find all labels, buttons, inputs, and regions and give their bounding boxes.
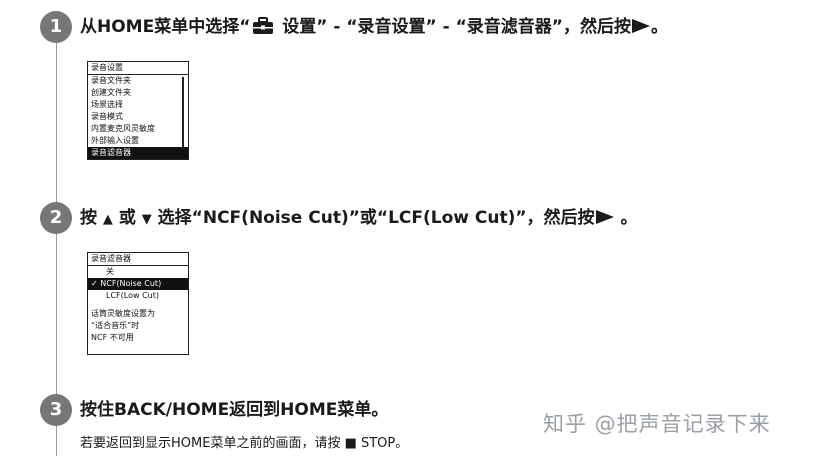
step-3-instruction: 按住BACK/HOME返回到HOME菜单。: [80, 400, 389, 420]
play-right-icon: [595, 210, 614, 224]
step-number-3: 3: [40, 394, 72, 426]
screen-note-line-2: “适合音乐”时: [91, 321, 140, 330]
step-2-text-end: 。: [614, 208, 638, 228]
step-2-text-a: 按: [80, 208, 103, 228]
menu-item-external-input: 外部输入设置: [91, 136, 139, 145]
menu-item-record-folder: 录音文件夹: [91, 76, 131, 85]
up-arrow-icon: ▲: [102, 212, 113, 227]
step-1-text-end: 。: [650, 17, 668, 37]
step-2-text-c: 选择“NCF(Noise Cut)”或“LCF(Low Cut)”，然后按: [151, 208, 595, 228]
menu-item-scene-select: 场景选择: [91, 100, 123, 109]
menu-item-record-mode: 录音模式: [91, 112, 123, 121]
step-number-2: 2: [40, 202, 72, 234]
step-1-text-prefix: 从HOME菜单中选择“: [80, 17, 251, 37]
filter-option-ncf: ✓ NCF(Noise Cut): [88, 278, 188, 290]
step-1-text-suffix: 设置” - “录音设置” - “录音滤音器”，然后按: [276, 17, 631, 37]
screen-title: 录音滤音器: [88, 253, 188, 266]
screen-note-line-3: NCF 不可用: [91, 333, 134, 342]
toolbox-icon: [252, 17, 274, 42]
step-connector-line: [56, 18, 57, 456]
zhihu-watermark: 知乎 @把声音记录下来: [543, 412, 771, 436]
step-3-subtext: 若要返回到显示HOME菜单之前的画面，请按 ■ STOP。: [80, 436, 409, 451]
down-arrow-icon: ▼: [141, 212, 152, 227]
menu-item-record-filter: 录音滤音器: [88, 147, 188, 159]
screen-title: 录音设置: [88, 62, 188, 75]
filter-option-lcf: LCF(Low Cut): [106, 291, 159, 300]
screen-note-line-1: 话筒灵敏度设置为: [91, 309, 155, 318]
play-right-icon: [631, 19, 650, 33]
step-2-text-b: 或: [112, 208, 142, 228]
device-screen-record-filter: 录音滤音器 关 ✓ NCF(Noise Cut) LCF(Low Cut) 话筒…: [87, 252, 189, 355]
menu-item-mic-sensitivity: 内置麦克风灵敏度: [91, 124, 155, 133]
step-number-1: 1: [40, 11, 72, 43]
step-1-instruction: 从HOME菜单中选择“ 设置” - “录音设置” - “录音滤音器”，然后按。: [80, 15, 668, 42]
menu-item-create-folder: 创建文件夹: [91, 88, 131, 97]
device-screen-recording-settings: 录音设置 录音文件夹 创建文件夹 场景选择 录音模式 内置麦克风灵敏度 外部输入…: [87, 61, 189, 160]
screen-scrollbar: [182, 77, 184, 147]
step-2-instruction: 按 ▲ 或 ▼ 选择“NCF(Noise Cut)”或“LCF(Low Cut)…: [80, 206, 637, 232]
filter-option-off: 关: [106, 267, 114, 276]
